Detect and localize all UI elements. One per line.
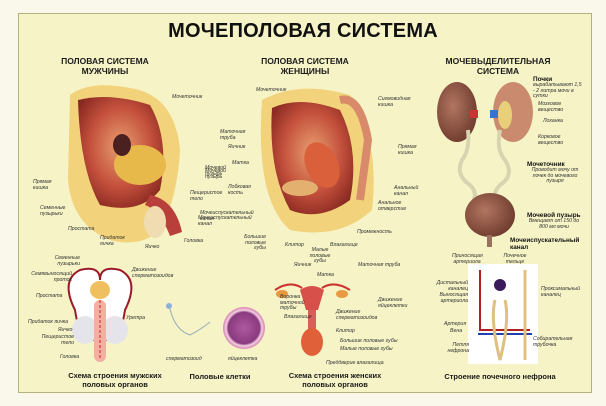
label: Приносящая артериола <box>452 253 483 265</box>
label: Влагалище <box>284 314 312 320</box>
poster-title: МОЧЕПОЛОВАЯ СИСТЕМА <box>168 20 438 42</box>
caption-line1: Схема строения мужских <box>68 371 162 380</box>
nephron-illustration <box>468 264 538 364</box>
label: Движение сперматозоидов <box>132 267 174 279</box>
sperm-label: сперматозоид <box>166 356 202 362</box>
male-scheme-illustration <box>67 267 133 362</box>
kidneys-label: Почки <box>533 76 553 83</box>
label: Яичник <box>228 144 246 150</box>
label: Простата <box>36 293 63 299</box>
label: Пещеристое тело <box>190 190 223 202</box>
label: Уретра <box>126 315 146 321</box>
label: Выносящая артериола <box>439 292 468 304</box>
pelvis-label: Лоханка <box>543 118 563 124</box>
label: Яичник <box>294 262 312 268</box>
ureter-label: Мочеточник <box>527 161 565 168</box>
label: Вена <box>450 328 463 334</box>
caption-line2: половых органов <box>302 380 368 389</box>
label: Проксимальный каналец <box>541 286 580 298</box>
label: Воронка маточной трубы <box>280 294 305 312</box>
label: Придаток яичка <box>28 319 68 325</box>
label: Матка <box>317 272 334 278</box>
label: Артерия <box>444 321 467 327</box>
label: Анальный канал <box>394 185 419 197</box>
label: Мочевой пузырь <box>205 165 226 177</box>
label: Семенные пузырьки <box>40 205 66 217</box>
label: Промежность <box>357 229 392 235</box>
label: Собирательная трубочка <box>533 336 573 348</box>
female-heading-line2: ЖЕНЩИНЫ <box>280 66 330 76</box>
bladder-label: Мочевой пузырь <box>527 212 581 219</box>
kidneys-desc: вырабатывают 1,5 - 2 литра мочи в сутки <box>533 82 582 100</box>
caption-line1: Схема строения женских <box>288 371 382 380</box>
label: Дистальный каналец <box>436 280 468 292</box>
egg-label: яйцеклетка <box>228 356 258 362</box>
cortex-label: Корковое вещество <box>538 134 564 146</box>
label: Движение сперматозоидов <box>336 309 378 321</box>
label: Анальное отверстие <box>378 200 407 212</box>
nephron-caption: Строение почечного нефрона <box>444 372 556 381</box>
urinary-heading-line2: СИСТЕМА <box>476 66 520 76</box>
label: Маточная труба <box>358 262 401 268</box>
label: Большие половые губы <box>244 234 266 252</box>
urinary-illustration <box>437 82 533 247</box>
label: Петля нефрона <box>447 342 469 354</box>
label: Семенные пузырьки <box>54 255 80 267</box>
label: Мочеточник <box>256 87 287 93</box>
bladder-desc: Вмещает от 150 до 800 мл мочи <box>528 218 580 230</box>
urethra-label: Мочеиспускательный канал <box>510 237 580 251</box>
label: Прямая кишка <box>33 179 52 191</box>
label: Клитор <box>336 328 355 334</box>
caption-line2: половых органов <box>82 380 148 389</box>
medulla-label: Мозговое вещество <box>538 101 564 113</box>
label: Большие половые губы <box>340 338 398 344</box>
label: Малые половые губы <box>309 247 331 265</box>
sex-cells-illustration <box>166 303 265 349</box>
label: Пещеристое тело <box>41 334 74 346</box>
female-scheme-illustration <box>274 283 351 356</box>
label: Простата <box>68 226 95 232</box>
label: Головка <box>184 238 204 244</box>
label: Преддверие влагалища <box>326 360 384 366</box>
label: Головка <box>60 354 80 360</box>
label: Мочеиспускательный канал <box>198 215 252 227</box>
sex-cells-caption: Половые клетки <box>189 372 251 381</box>
female-heading-line1: ПОЛОВАЯ СИСТЕМА <box>261 56 349 66</box>
label: Движение яйцеклетки <box>378 297 408 309</box>
male-heading-line2: МУЖЧИНЫ <box>81 66 129 76</box>
label: Клитор <box>285 242 304 248</box>
label: Мочевой пузырь <box>205 168 226 180</box>
label: Яичко <box>58 327 73 333</box>
label: Маточная труба <box>220 129 246 141</box>
ureter-desc: Проводит мочу от почек до мочевого пузыр… <box>531 167 579 185</box>
label: Придаток яичка <box>100 235 125 247</box>
label: Яичко <box>145 244 160 250</box>
label: Малые половые губы <box>340 346 393 352</box>
male-heading-line1: ПОЛОВАЯ СИСТЕМА <box>61 56 149 66</box>
label: Прямая кишка <box>398 144 417 156</box>
label: Лобковая кость <box>228 184 251 196</box>
label: Почечное тельце <box>503 253 527 265</box>
urinary-heading-line1: МОЧЕВЫДЕЛИТЕЛЬНАЯ <box>445 56 551 66</box>
label: Влагалище <box>330 242 358 248</box>
male-anatomy-illustration <box>68 85 182 243</box>
label: Семявыносящий проток <box>31 271 72 283</box>
label: Сигмовидная кишка <box>378 96 411 108</box>
female-anatomy-illustration <box>260 88 374 233</box>
label: Матка <box>232 160 249 166</box>
label: Мочеиспускательный канал <box>200 210 254 222</box>
label: Мочеточник <box>172 94 203 100</box>
